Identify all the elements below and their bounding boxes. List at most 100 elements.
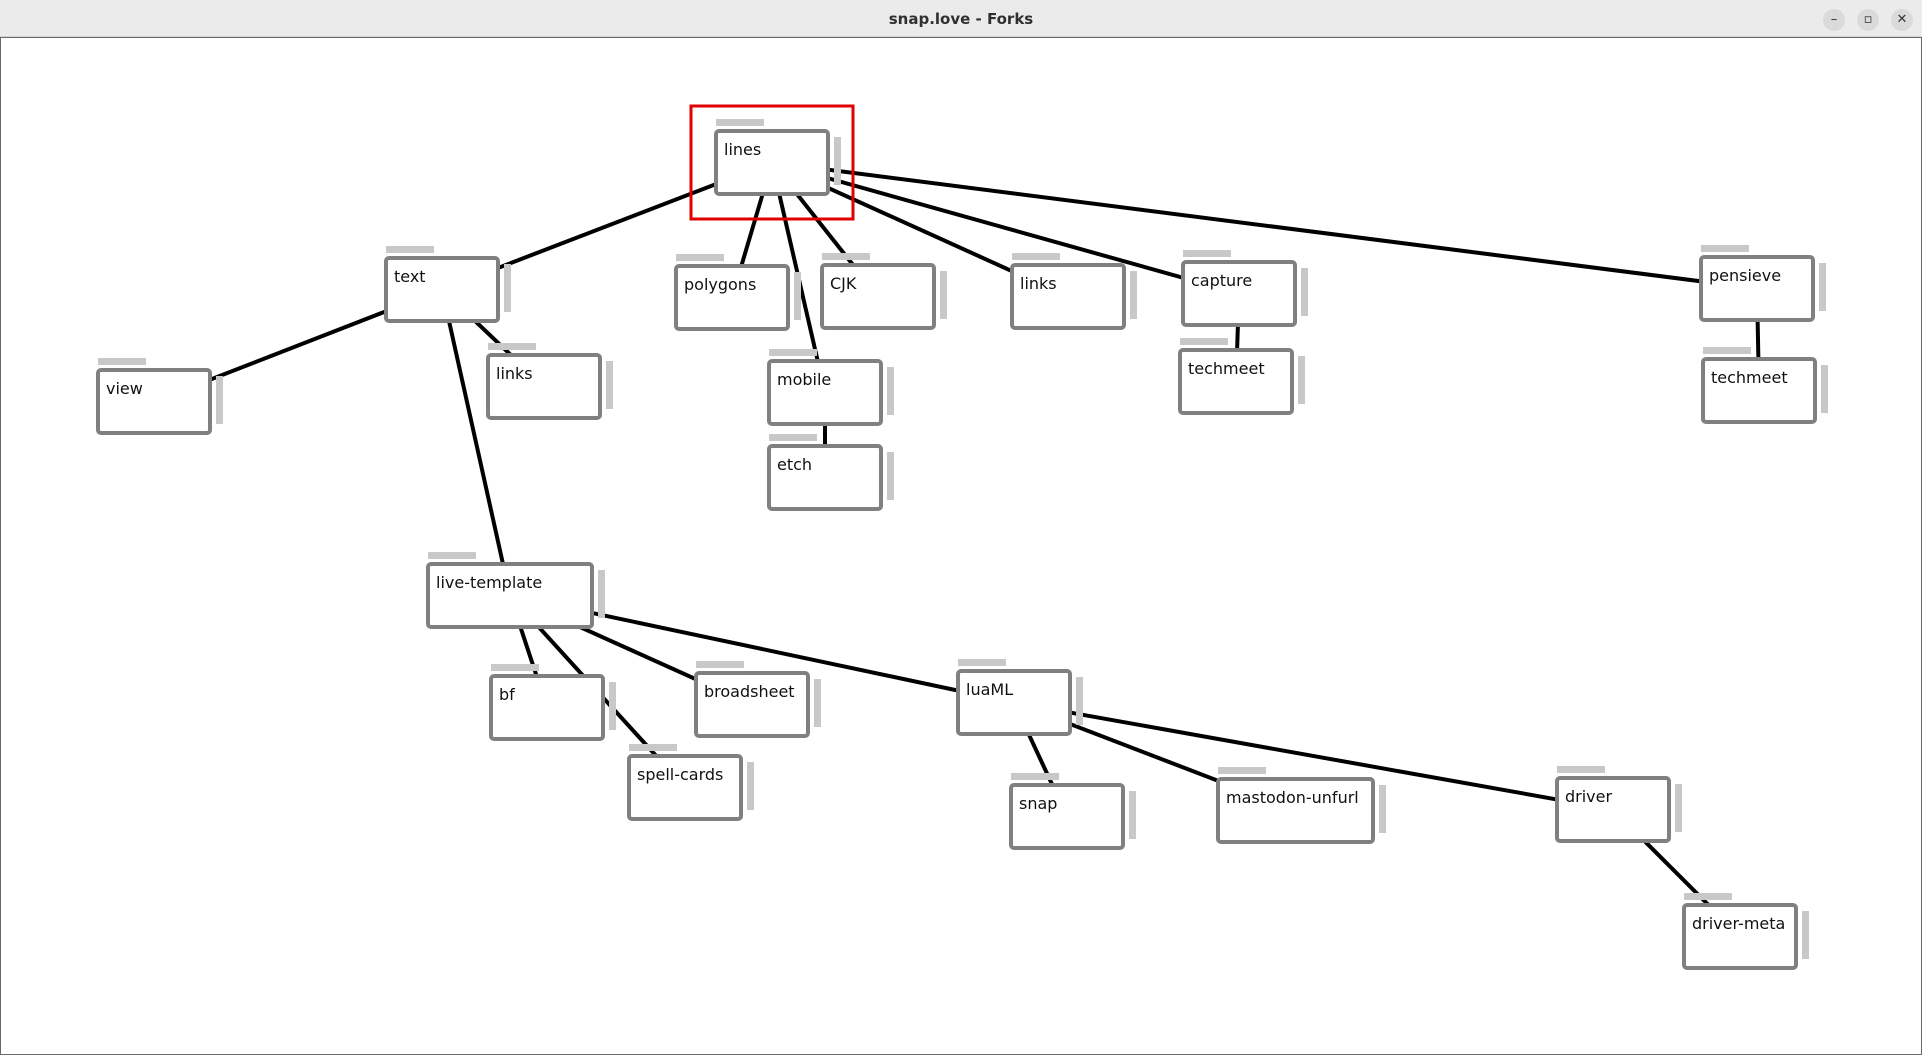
node-box[interactable] [767,359,883,426]
node-label-text: text [394,267,426,286]
drag-handle[interactable] [1180,338,1228,345]
fork-graph[interactable] [0,37,1922,1055]
resize-handle[interactable] [1379,785,1386,833]
resize-handle[interactable] [887,367,894,415]
node-box[interactable] [486,353,602,420]
drag-handle[interactable] [696,661,744,668]
node-capture[interactable] [1181,250,1308,327]
node-box[interactable] [426,562,594,629]
resize-handle[interactable] [1675,784,1682,832]
resize-handle[interactable] [814,679,821,727]
node-label-cjk: CJK [830,274,857,293]
node-techmeet2[interactable] [1701,347,1828,424]
node-box[interactable] [1701,357,1817,424]
resize-handle[interactable] [1802,911,1809,959]
resize-handle[interactable] [598,570,605,618]
node-box[interactable] [714,129,830,196]
node-box[interactable] [1010,263,1126,330]
node-box[interactable] [767,444,883,511]
drag-handle[interactable] [676,254,724,261]
node-snap[interactable] [1009,773,1136,850]
edge-text-livetemplate [440,289,512,596]
node-box[interactable] [384,256,500,323]
resize-handle[interactable] [1301,268,1308,316]
node-box[interactable] [96,368,212,435]
drag-handle[interactable] [1218,767,1266,774]
node-box[interactable] [627,754,743,821]
node-lines[interactable] [689,104,855,221]
node-livetemplate[interactable] [426,552,605,629]
node-broadsheet[interactable] [694,661,821,738]
drag-handle[interactable] [386,246,434,253]
drag-handle[interactable] [958,659,1006,666]
node-label-links2: links [496,364,533,383]
node-view[interactable] [96,358,223,435]
drag-handle[interactable] [629,744,677,751]
drag-handle[interactable] [1012,253,1060,260]
resize-handle[interactable] [1821,365,1828,413]
resize-handle[interactable] [606,361,613,409]
window-titlebar[interactable]: snap.love - Forks – ▫ ✕ [0,0,1922,37]
minimize-button[interactable]: – [1823,9,1845,31]
node-box[interactable] [674,264,790,331]
drag-handle[interactable] [491,664,539,671]
resize-handle[interactable] [747,762,754,810]
node-box[interactable] [694,671,810,738]
resize-handle[interactable] [794,272,801,320]
node-box[interactable] [1699,255,1815,322]
resize-handle[interactable] [1819,263,1826,311]
drag-handle[interactable] [716,119,764,126]
resize-handle[interactable] [504,264,511,312]
drag-handle[interactable] [1011,773,1059,780]
node-box[interactable] [1181,260,1297,327]
drag-handle[interactable] [1183,250,1231,257]
resize-handle[interactable] [1129,791,1136,839]
close-button[interactable]: ✕ [1891,9,1913,31]
node-box[interactable] [956,669,1072,736]
resize-handle[interactable] [940,271,947,319]
drag-handle[interactable] [822,253,870,260]
node-drivermeta[interactable] [1682,893,1809,970]
node-spellcards[interactable] [627,744,754,821]
drag-handle[interactable] [769,349,817,356]
node-box[interactable] [1178,348,1294,415]
resize-handle[interactable] [834,137,841,185]
drag-handle[interactable] [428,552,476,559]
drag-handle[interactable] [1557,766,1605,773]
node-mastodon[interactable] [1216,767,1386,844]
drag-handle[interactable] [769,434,817,441]
drag-handle[interactable] [488,343,536,350]
drag-handle[interactable] [1703,347,1751,354]
drag-handle[interactable] [1684,893,1732,900]
node-box[interactable] [1682,903,1798,970]
node-etch[interactable] [767,434,894,511]
node-box[interactable] [820,263,936,330]
node-box[interactable] [489,674,605,741]
resize-handle[interactable] [1130,271,1137,319]
node-label-etch: etch [777,455,813,474]
maximize-button[interactable]: ▫ [1857,9,1879,31]
node-techmeet1[interactable] [1178,338,1305,415]
resize-handle[interactable] [1298,356,1305,404]
node-bf[interactable] [489,664,616,741]
resize-handle[interactable] [887,452,894,500]
node-mobile[interactable] [767,349,894,426]
resize-handle[interactable] [609,682,616,730]
drag-handle[interactable] [1701,245,1749,252]
node-box[interactable] [1216,777,1375,844]
node-label-techmeet2: techmeet [1711,368,1788,387]
node-cjk[interactable] [820,253,947,330]
node-box[interactable] [1009,783,1125,850]
drag-handle[interactable] [98,358,146,365]
node-pensieve[interactable] [1699,245,1826,322]
node-links2[interactable] [486,343,613,420]
resize-handle[interactable] [1076,677,1083,725]
node-text[interactable] [384,246,511,323]
node-links1[interactable] [1010,253,1137,330]
node-box[interactable] [1555,776,1671,843]
node-label-bf: bf [499,685,515,704]
node-polygons[interactable] [674,254,801,331]
node-luaml[interactable] [956,659,1083,736]
node-driver[interactable] [1555,766,1682,843]
resize-handle[interactable] [216,376,223,424]
